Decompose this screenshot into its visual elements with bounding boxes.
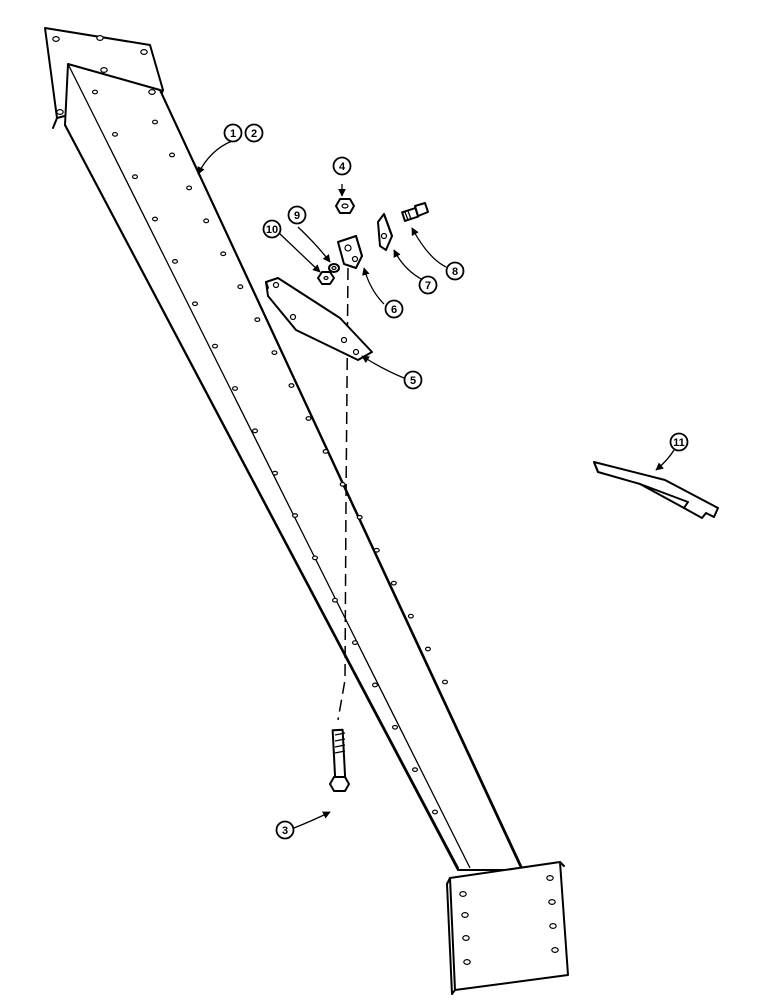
flange-hole xyxy=(462,934,470,941)
callout-7: 7 xyxy=(418,275,438,295)
part-7-clip xyxy=(377,213,393,251)
beam-hole xyxy=(312,555,319,561)
beam-hole xyxy=(392,724,399,730)
beam-hole xyxy=(186,185,193,191)
beam-hole xyxy=(322,449,329,454)
flange-hole xyxy=(546,874,554,881)
callout-3-label: 3 xyxy=(282,825,288,837)
beam-hole xyxy=(203,218,210,224)
beam-hole xyxy=(305,416,312,421)
beam-hole xyxy=(407,613,414,619)
flange-hole xyxy=(461,911,469,918)
flange-hole xyxy=(100,66,108,73)
callout-8: 8 xyxy=(445,261,465,281)
flange-hole xyxy=(548,898,556,905)
callout-4: 4 xyxy=(332,156,352,176)
beam-hole xyxy=(288,383,295,388)
beam-hole xyxy=(111,131,118,137)
flange-hole xyxy=(148,88,156,95)
beam-hole xyxy=(292,513,299,518)
beam-hole xyxy=(132,174,139,180)
beam-hole xyxy=(390,580,397,586)
part-8-screw xyxy=(401,202,429,222)
callout-4-label: 4 xyxy=(339,161,346,173)
part-3-bolt xyxy=(329,728,350,792)
flange-hole xyxy=(549,922,557,929)
beam-hole xyxy=(271,350,278,355)
beam-hole xyxy=(373,547,380,553)
flange-hole xyxy=(463,958,471,965)
callout-8-label: 8 xyxy=(452,266,458,278)
beam-hole xyxy=(91,89,98,95)
beam-hole xyxy=(332,597,339,603)
beam-hole xyxy=(252,428,259,434)
beam-body xyxy=(64,63,523,871)
callout-5: 5 xyxy=(403,370,423,390)
beam-hole xyxy=(356,514,363,520)
beam-hole xyxy=(152,216,159,222)
part-11-shim xyxy=(593,461,719,519)
callout-10-label: 10 xyxy=(266,224,278,236)
bottom-flange-plate xyxy=(449,861,569,991)
callout-6: 6 xyxy=(384,299,404,319)
beam-hole xyxy=(220,251,227,257)
callout-7-label: 7 xyxy=(425,280,431,292)
part-5-plate xyxy=(265,277,373,361)
callout-1: 1 xyxy=(223,123,243,143)
beam-hole xyxy=(442,679,449,685)
beam-hole xyxy=(432,809,439,815)
callout-11-label: 11 xyxy=(673,437,685,449)
callout-2-label: 2 xyxy=(251,128,257,140)
beam-hole xyxy=(192,301,199,307)
beam-hole xyxy=(212,343,219,349)
callout-5-label: 5 xyxy=(410,375,416,387)
flange-hole xyxy=(52,35,60,42)
beam-hole xyxy=(339,481,346,487)
flange-hole xyxy=(56,108,64,115)
callout-1-label: 1 xyxy=(230,128,236,140)
flange-hole xyxy=(459,890,467,897)
beam-hole xyxy=(372,682,379,688)
callout-9: 9 xyxy=(287,205,307,225)
beam-assembly xyxy=(44,27,569,995)
part-6-bracket xyxy=(337,235,363,269)
beam-bolt-holes xyxy=(91,89,449,815)
flange-holes xyxy=(52,34,559,965)
alignment-dashed-line xyxy=(337,267,349,721)
callout-6-label: 6 xyxy=(391,304,397,316)
callout-10: 10 xyxy=(262,219,282,239)
flange-hole xyxy=(551,946,559,953)
flange-hole xyxy=(140,48,148,55)
callout-11: 11 xyxy=(669,432,689,452)
beam-hole xyxy=(169,152,176,158)
beam-hole xyxy=(232,386,239,391)
leader-lines xyxy=(197,140,675,829)
beam-hole xyxy=(237,284,244,290)
callout-3: 3 xyxy=(275,820,295,840)
beam-hole xyxy=(152,119,159,125)
beam-hole xyxy=(172,259,179,264)
callout-9-label: 9 xyxy=(294,210,300,222)
beam-hole xyxy=(412,767,419,773)
part-9-lock-washer xyxy=(328,263,340,273)
beam-crease xyxy=(67,63,471,869)
callout-2: 2 xyxy=(244,123,264,143)
beam-hole xyxy=(424,646,431,652)
part-4-nut xyxy=(335,198,355,214)
part-10-nut xyxy=(317,271,335,285)
beam-hole xyxy=(352,640,359,645)
beam-hole xyxy=(254,317,261,323)
beam-hole xyxy=(272,470,279,476)
flange-hole xyxy=(96,34,104,41)
